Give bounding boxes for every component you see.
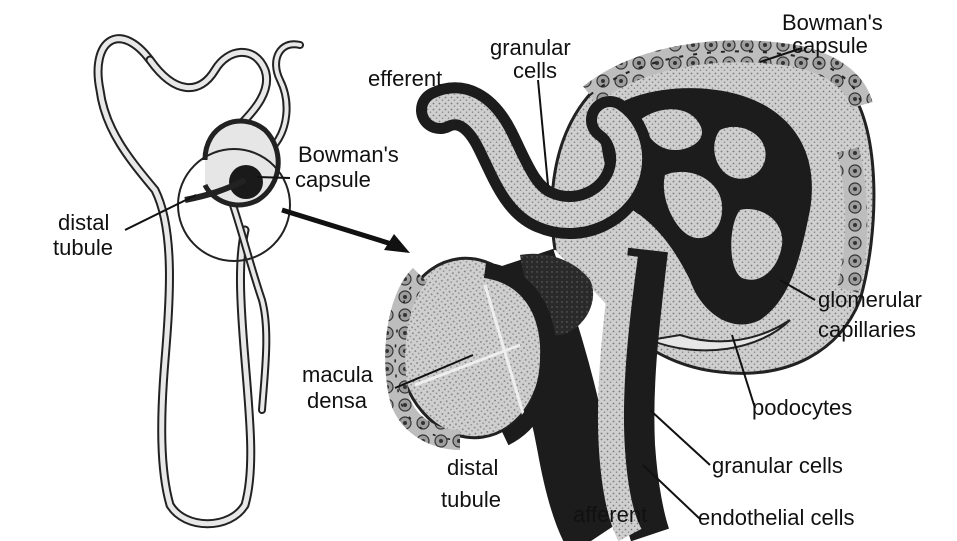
label-distal-tubule-left-2: tubule (53, 235, 113, 260)
label-podocytes: podocytes (752, 395, 852, 420)
label-distal-tubule-bottom-2: tubule (441, 487, 501, 512)
magnify-arrow (282, 210, 410, 253)
bowmans-capsule-small (185, 121, 278, 205)
label-bowmans-capsule-left-2: capsule (295, 167, 371, 192)
label-glomerular-capillaries-1: glomerular (818, 287, 922, 312)
label-bowmans-capsule-left-1: Bowman's (298, 142, 399, 167)
label-distal-tubule-bottom-1: distal (447, 455, 498, 480)
label-granular-cells-bottom: granular cells (712, 453, 843, 478)
label-macula-densa-1: macula (302, 362, 374, 387)
label-efferent: efferent (368, 66, 442, 91)
label-afferent: afferent (573, 502, 647, 527)
label-granular-cells-top-1: granular (490, 35, 571, 60)
label-endothelial-cells: endothelial cells (698, 505, 855, 530)
label-distal-tubule-left-1: distal (58, 210, 109, 235)
label-macula-densa-2: densa (307, 388, 368, 413)
label-glomerular-capillaries-2: capillaries (818, 317, 916, 342)
label-granular-cells-top-2: cells (513, 58, 557, 83)
label-bowmans-capsule-right-2: capsule (792, 33, 868, 58)
nephron-outline (98, 39, 300, 524)
label-bowmans-capsule-right-1: Bowman's (782, 10, 883, 35)
